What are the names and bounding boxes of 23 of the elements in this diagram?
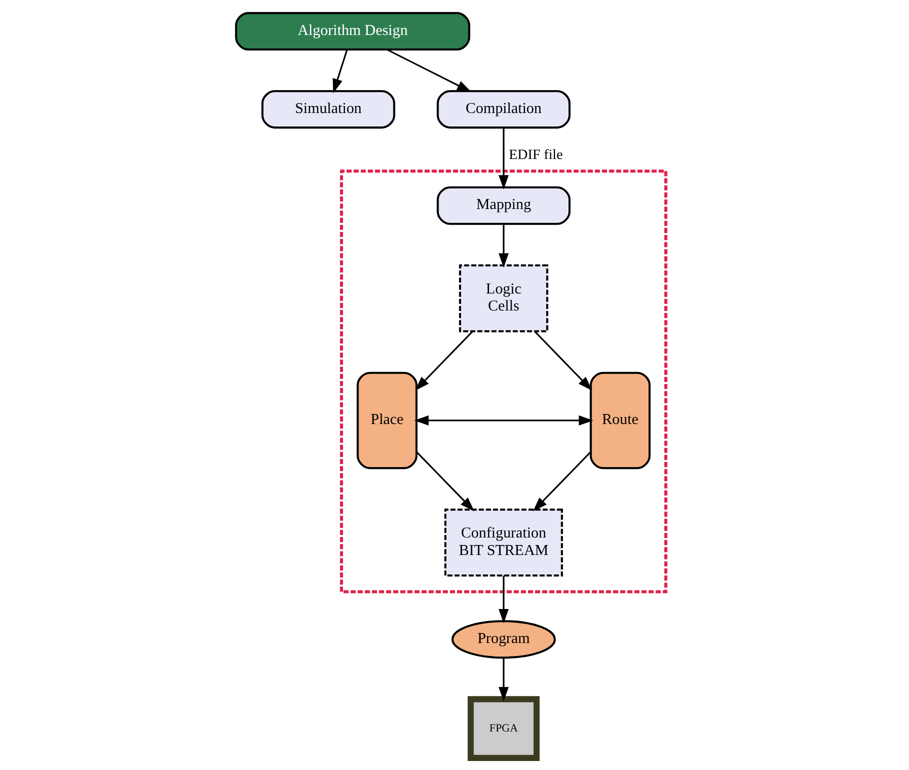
edge-label: EDIF file <box>508 146 562 163</box>
node-box: Mapping <box>436 186 570 224</box>
node-ellipse: Program <box>450 620 556 658</box>
arrow <box>498 658 508 701</box>
node-box: Route <box>589 371 650 469</box>
arrow <box>498 224 508 268</box>
arrow <box>332 48 348 93</box>
node-box: Logic Cells <box>458 264 548 332</box>
arrow <box>498 575 508 623</box>
cluster <box>339 169 667 593</box>
arrow <box>386 48 471 92</box>
arrow <box>532 450 591 511</box>
node-box: Compilation <box>436 90 570 128</box>
node-box: Configuration BIT STREAM <box>444 508 562 576</box>
arrow <box>414 330 472 390</box>
node-box: FPGA <box>467 696 540 760</box>
arrow <box>534 330 592 390</box>
arrow <box>498 127 508 190</box>
arrow <box>414 414 593 425</box>
node-box: Algorithm Design <box>234 12 470 50</box>
node-box: Simulation <box>260 90 395 128</box>
arrow <box>415 450 474 511</box>
node-box: Place <box>356 371 417 469</box>
